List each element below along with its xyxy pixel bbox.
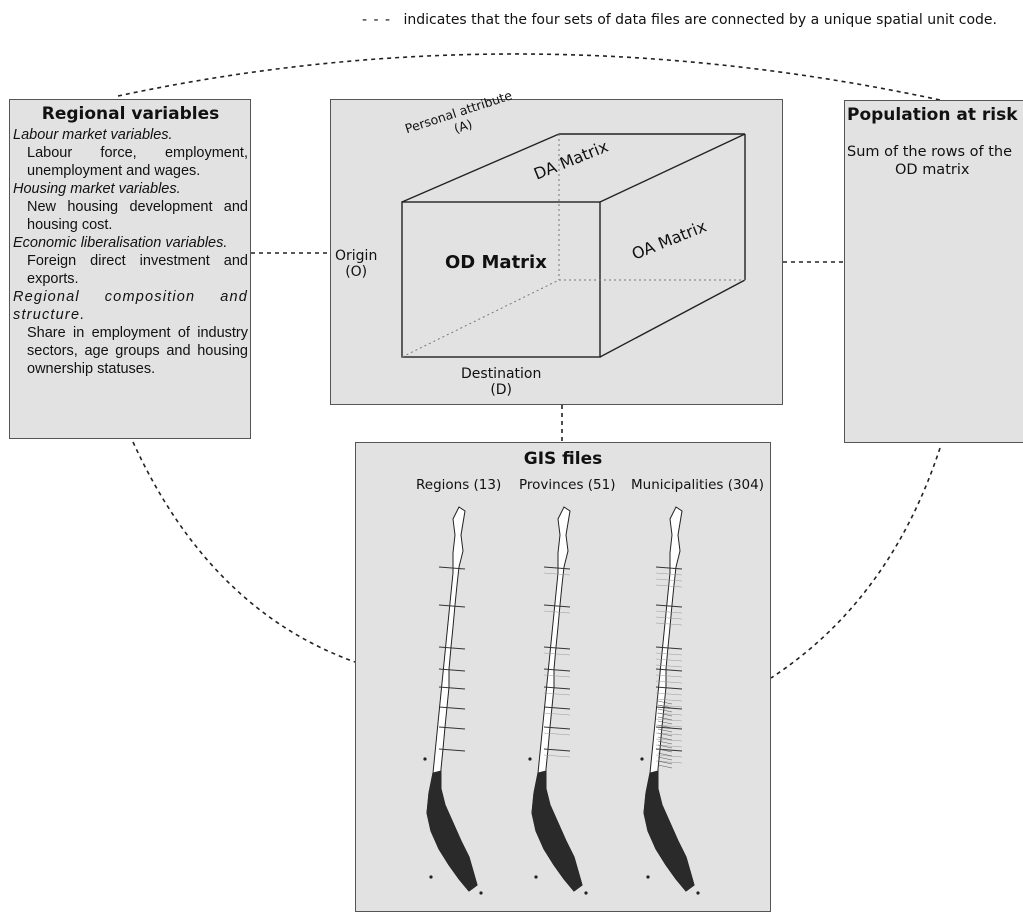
cube-hidden-diagonal	[401, 279, 560, 358]
cube-top-left-edge	[401, 133, 560, 203]
legend-dash-symbol: - - -	[362, 12, 392, 28]
destination-code: (D)	[490, 382, 513, 398]
origin-label: Origin (O)	[335, 248, 377, 280]
od-cube-diagram	[401, 133, 746, 358]
desc-labour: Labour force, employment, unemployment a…	[27, 145, 248, 179]
chile-map-provinces	[528, 506, 588, 895]
connector-arc-left	[132, 441, 356, 663]
legend-text: indicates that the four sets of data fil…	[403, 12, 997, 28]
od-matrix-label: OD Matrix	[445, 252, 547, 273]
desc-regional-composition: Share in employment of industry sectors,…	[27, 325, 248, 377]
population-description: Sum of the rows of the OD matrix	[847, 143, 1023, 179]
gis-title: GIS files	[523, 449, 603, 469]
category-labour: Labour market variables.	[13, 127, 173, 143]
od-matrix-box: Personal attribute (A) DA Matrix OA Matr…	[330, 88, 783, 405]
chile-map-regions	[423, 506, 483, 895]
regional-title: Regional variables	[41, 104, 220, 124]
desc-housing: New housing development and housing cost…	[27, 199, 248, 233]
gis-files-box: GIS files Regions (13) Provinces (51) Mu…	[355, 442, 771, 912]
population-desc-line2: OD matrix	[895, 162, 970, 178]
destination-text: Destination	[461, 366, 542, 382]
regional-variables-box: Regional variables Labour market variabl…	[9, 99, 251, 439]
connector-arc-top	[117, 53, 941, 101]
destination-label: Destination (D)	[461, 366, 541, 398]
desc-economic: Foreign direct investment and exports.	[27, 253, 248, 287]
population-at-risk-box: Population at risk Sum of the rows of th…	[844, 100, 1023, 443]
chile-map-municipalities	[640, 506, 700, 895]
map-label-municipalities: Municipalities (304)	[631, 477, 765, 493]
category-economic: Economic liberalisation variables.	[13, 235, 228, 251]
map-label-regions: Regions (13)	[416, 477, 502, 493]
map-label-provinces: Provinces (51)	[519, 477, 616, 493]
cube-bottom-right-edge	[599, 279, 746, 358]
category-housing: Housing market variables.	[13, 181, 181, 197]
legend: - - - indicates that the four sets of da…	[362, 12, 997, 28]
cube-top-right-edge	[599, 133, 746, 203]
population-desc-line1: Sum of the rows of the	[847, 144, 1013, 160]
population-title: Population at risk	[847, 105, 1018, 125]
connector-arc-right	[770, 447, 941, 679]
origin-code: (O)	[345, 264, 368, 280]
category-regional-composition: Regional composition and structure.	[13, 289, 248, 323]
origin-text: Origin	[335, 248, 378, 264]
